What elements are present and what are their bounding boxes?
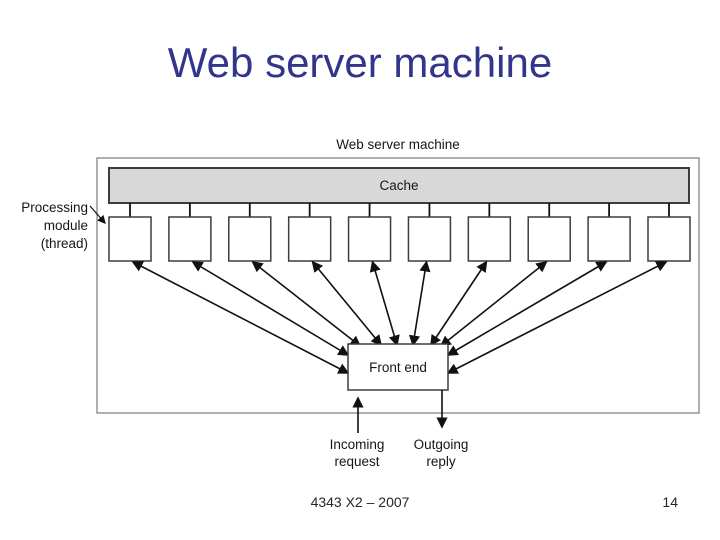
thread-box bbox=[407, 216, 452, 262]
thread-box bbox=[467, 216, 512, 262]
cache-box bbox=[108, 167, 690, 204]
thread-box bbox=[347, 216, 392, 262]
outgoing-label-line1: Outgoing bbox=[414, 437, 469, 452]
slide-footer: 4343 X2 – 2007 bbox=[310, 494, 410, 510]
thread-box bbox=[168, 216, 212, 262]
incoming-label-line1: Incoming bbox=[330, 437, 385, 452]
cache-label: Cache bbox=[379, 178, 418, 193]
incoming-label-line2: request bbox=[334, 454, 379, 469]
slide-title: Web server machine bbox=[167, 39, 553, 86]
thread-frontend-arrow bbox=[439, 260, 548, 348]
thread-frontend-arrow bbox=[408, 260, 431, 347]
outgoing-label-line2: reply bbox=[426, 454, 456, 469]
thread-frontend-arrow bbox=[311, 260, 383, 347]
thread-box bbox=[287, 216, 332, 262]
thread-frontend-arrow bbox=[446, 261, 668, 374]
thread-box bbox=[228, 216, 272, 262]
processing-label-line1: Processing bbox=[21, 200, 88, 215]
processing-label-line2: module bbox=[44, 218, 88, 233]
thread-frontend-arrow bbox=[251, 260, 362, 348]
thread-boxes-group bbox=[108, 203, 691, 374]
thread-box bbox=[587, 216, 631, 262]
processing-label-line3: (thread) bbox=[41, 236, 88, 251]
thread-box bbox=[647, 216, 691, 262]
thread-frontend-arrow bbox=[446, 261, 608, 356]
thread-box bbox=[527, 216, 571, 262]
thread-frontend-arrow bbox=[131, 261, 350, 374]
thread-frontend-arrow bbox=[369, 260, 400, 347]
front-end-box bbox=[347, 343, 449, 391]
slide-page-number: 14 bbox=[662, 494, 678, 510]
thread-box bbox=[108, 216, 152, 262]
machine-label: Web server machine bbox=[336, 137, 460, 152]
processing-label-leader-arrow bbox=[89, 205, 106, 224]
machine-box bbox=[96, 157, 700, 414]
front-end-label: Front end bbox=[369, 360, 427, 375]
